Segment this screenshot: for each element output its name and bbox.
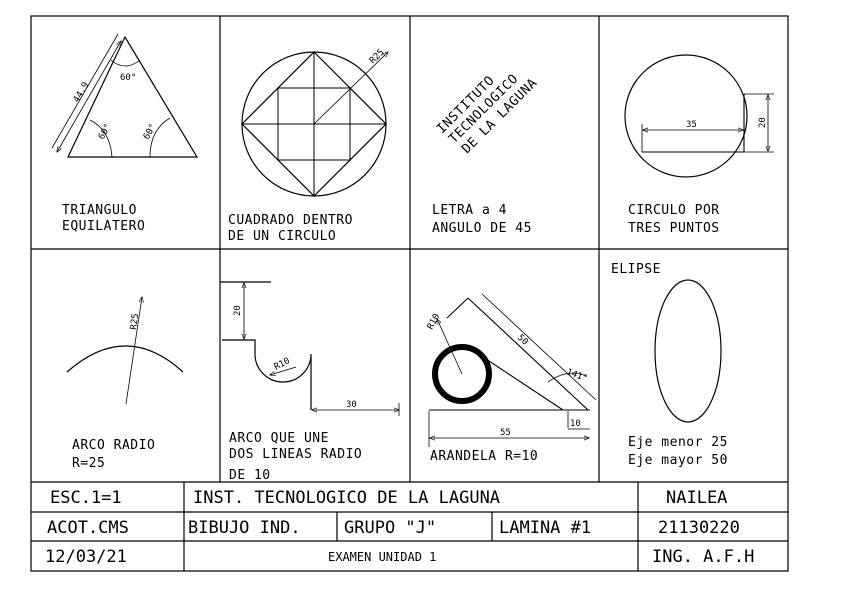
triangle-left-angle: 60°: [97, 122, 114, 141]
dim-35-label: 35: [686, 120, 697, 130]
slant-main: [467, 297, 589, 411]
tb-student-id: 21130220: [658, 518, 740, 538]
dim-50-line: [481, 293, 597, 401]
arc-lines-caption-2: DOS LINEAS RADIO: [229, 447, 362, 462]
title-block: ESC.1=1 INST. TECNOLOGICO DE LA LAGUNA N…: [45, 488, 754, 567]
lettering-caption-1: LETRA a 4: [432, 203, 507, 218]
arc-radius-label: R25: [129, 313, 141, 330]
triangle-side-label: 44.9: [72, 81, 92, 105]
triangle-left-arc: [89, 119, 113, 158]
arc-lines-caption-1: ARCO QUE UNE: [229, 431, 329, 446]
radius-r10-label: R10: [273, 356, 292, 372]
cell-lettering: INSTITUTO TECNOLOGICO DE LA LAGUNA LETRA…: [432, 71, 540, 236]
tb-units: ACOT.CMS: [47, 518, 129, 538]
arc-shape: [66, 345, 184, 373]
dim-50-label: 50: [515, 333, 530, 348]
triangle-shape: [67, 35, 199, 158]
triangle-top-arc: [110, 59, 141, 67]
tb-teacher: ING. A.F.H: [652, 547, 754, 567]
arc-radius-leader: [125, 297, 142, 405]
washer-ring: [432, 344, 492, 404]
three-points-caption-1: CIRCULO POR: [628, 203, 720, 218]
triangle-caption-1: TRIANGULO: [62, 203, 137, 218]
midpoint-square: [277, 87, 351, 161]
cell-washer: R10 50 141° 10 55 ARANDELA R=10: [426, 293, 597, 464]
three-point-circle: [624, 54, 748, 178]
washer-caption: ARANDELA R=10: [430, 449, 538, 464]
dim-10-label: 10: [570, 419, 581, 429]
lettering-caption-2: ANGULO DE 45: [432, 221, 532, 236]
square-caption-2: DE UN CIRCULO: [228, 229, 336, 244]
square-caption-1: CUADRADO DENTRO: [228, 213, 353, 228]
ellipse-shape: [654, 279, 722, 423]
cell-arc-two-lines: 20 R10 30 ARCO QUE UNE DOS LINEAS RADIO …: [220, 281, 399, 483]
radius-r10-leader: [270, 366, 297, 375]
sheet-grid: [30, 15, 789, 572]
cell-arc-radius: R25 ARCO RADIO R=25: [66, 297, 184, 471]
tb-date: 12/03/21: [45, 547, 127, 567]
triangle-top-angle: 60°: [120, 73, 136, 83]
dim-30-label: 30: [346, 400, 357, 410]
tb-group: GRUPO "J": [344, 518, 436, 538]
slant-upper: [446, 297, 469, 319]
ellipse-caption-2: Eje mayor 50: [628, 453, 728, 468]
washer-radius-label: R10: [426, 312, 442, 331]
radius-leader: [313, 52, 388, 125]
angle-arc: [547, 372, 587, 383]
three-points-caption-2: TRES PUNTOS: [628, 221, 720, 236]
tb-exam: EXAMEN UNIDAD 1: [328, 550, 436, 564]
arc-radius-caption-2: R=25: [72, 456, 105, 471]
triangle-right-arc: [149, 117, 171, 158]
cell-square-circle: R25 CUADRADO DENTRO DE UN CIRCULO: [228, 48, 388, 244]
triangle-dim-line: [57, 41, 121, 152]
tb-subject: BIBUJO IND.: [188, 518, 301, 538]
dim-20-label-arc: 20: [233, 305, 243, 316]
triangle-caption-2: EQUILATERO: [62, 219, 145, 234]
slant-lower: [482, 356, 564, 411]
tb-sheet: LAMINA #1: [499, 518, 591, 538]
tb-name: NAILEA: [666, 488, 727, 508]
cell-triangle: 44.9 60° 60° 60° TRIANGULO EQUILATERO: [51, 33, 199, 234]
contour-line: [222, 339, 256, 354]
tb-institute: INST. TECNOLOGICO DE LA LAGUNA: [193, 488, 500, 508]
arc-radius-caption-1: ARCO RADIO: [72, 438, 155, 453]
circle-radius-label: R25: [368, 48, 387, 67]
ellipse-title: ELIPSE: [611, 262, 661, 277]
washer-radius-leader: [437, 319, 463, 375]
ellipse-caption-1: Eje menor 25: [628, 435, 728, 450]
cell-three-points: 35 20 CIRCULO POR TRES PUNTOS: [624, 54, 774, 236]
dim-55-label: 55: [500, 428, 511, 438]
joining-arc: [254, 353, 312, 410]
dim-20-label: 20: [758, 117, 768, 128]
cell-ellipse: ELIPSE Eje menor 25 Eje mayor 50: [611, 262, 728, 468]
tb-scale: ESC.1=1: [50, 488, 122, 508]
arc-lines-caption-3: DE 10: [229, 468, 271, 483]
